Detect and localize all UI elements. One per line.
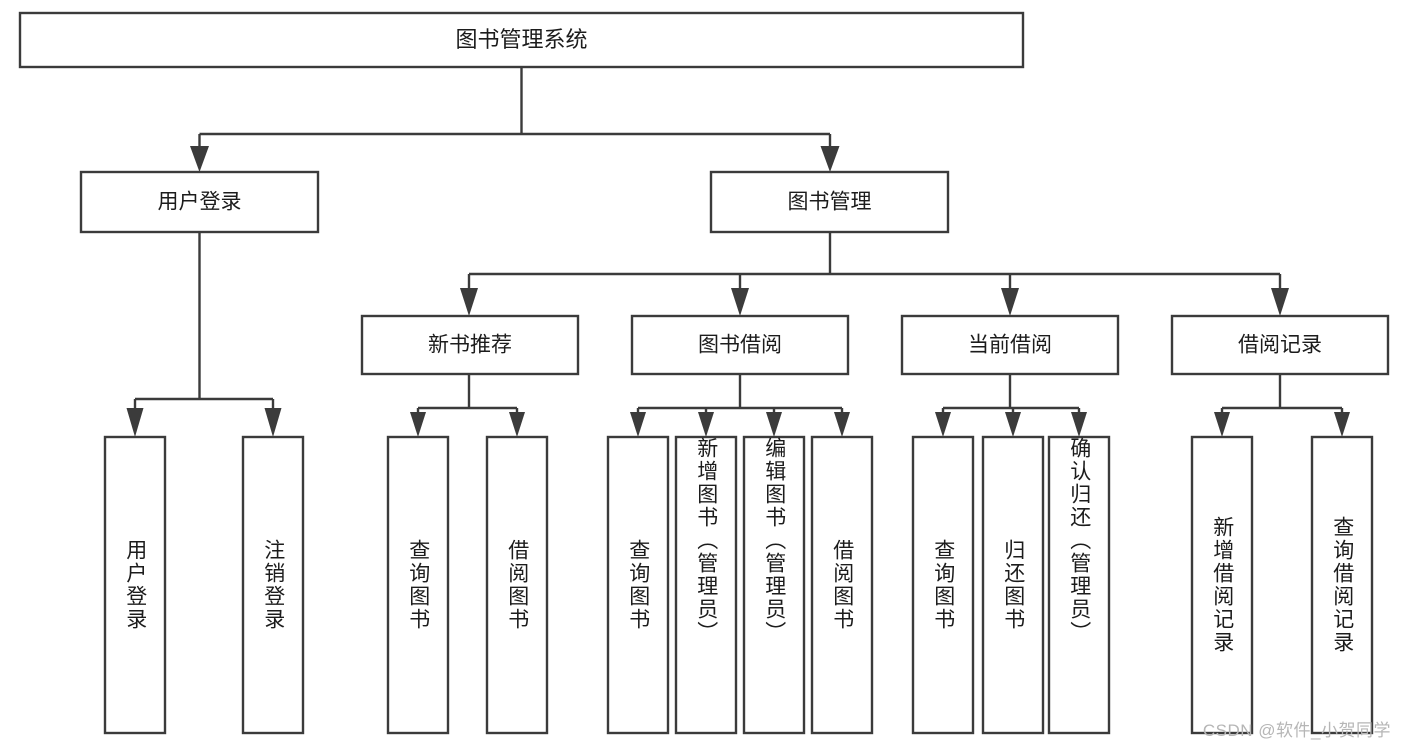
node-new-book-recommend-label: 新书推荐 [428,334,512,357]
node-root-book-management-system[interactable] [18,11,1025,69]
arrow-head-leaf-user-login [126,408,144,437]
arrow-head-new-book-rec [460,288,478,316]
node-leaf-add-book-admin[interactable] [674,435,738,735]
node-current-borrow[interactable] [900,314,1120,376]
arrow-head-leaf-borrow-book-1 [509,412,525,437]
csdn-watermark: CSDN @软件_小贺同学 [1202,721,1391,740]
arrow-head-borrow-record [1271,288,1289,316]
node-user-login[interactable] [79,170,320,234]
arrow-head-user-login [190,146,209,172]
arrow-head-leaf-borrow-book-2 [834,412,850,437]
node-leaf-logout[interactable] [241,435,305,735]
arrow-head-current-borrow [1001,288,1019,316]
node-leaf-add-borrow-record[interactable] [1190,435,1254,735]
arrow-head-book-mgmt [820,146,840,172]
node-leaf-user-login[interactable] [103,435,167,735]
arrow-head-leaf-edit-book [766,412,782,437]
node-book-borrow-label: 图书借阅 [698,334,782,357]
arrow-head-leaf-add-book [698,412,714,437]
node-leaf-borrow-book[interactable] [810,435,874,735]
node-leaf-edit-book-admin[interactable] [742,435,806,735]
node-book-borrow[interactable] [630,314,850,376]
arrow-head-leaf-logout [264,408,282,437]
node-user-login-label: 用户登录 [158,191,242,214]
node-borrow-record[interactable] [1170,314,1390,376]
node-leaf-query-book-current[interactable] [911,435,975,735]
arrow-head-leaf-query-record [1334,412,1350,437]
node-layer: 图书管理系统 用户登录 图书管理 新书推荐 图书借阅 当前借阅 借阅记录 [18,11,1390,735]
node-leaf-confirm-return-admin[interactable] [1047,435,1111,735]
arrow-head-leaf-return-book [1005,412,1021,437]
node-new-book-recommend[interactable] [360,314,580,376]
arrow-head-leaf-query-book-1 [410,412,426,437]
node-borrow-record-label: 借阅记录 [1238,334,1322,357]
arrow-head-leaf-query-book-2 [630,412,646,437]
node-leaf-query-book-borrow[interactable] [606,435,670,735]
node-leaf-borrow-book-newbook[interactable] [485,435,549,735]
arrow-head-leaf-add-record [1214,412,1230,437]
arrow-head-book-borrow [731,288,749,316]
node-book-management[interactable] [709,170,950,234]
arrow-head-leaf-query-book-3 [935,412,951,437]
node-current-borrow-label: 当前借阅 [968,334,1052,357]
connector-layer [126,67,1350,437]
node-leaf-return-book[interactable] [981,435,1045,735]
node-book-management-label: 图书管理 [788,191,872,214]
node-leaf-query-borrow-record[interactable] [1310,435,1374,735]
node-root-label: 图书管理系统 [455,27,587,52]
node-leaf-query-book-newbook[interactable] [386,435,450,735]
arrow-head-leaf-confirm-return [1071,412,1087,437]
